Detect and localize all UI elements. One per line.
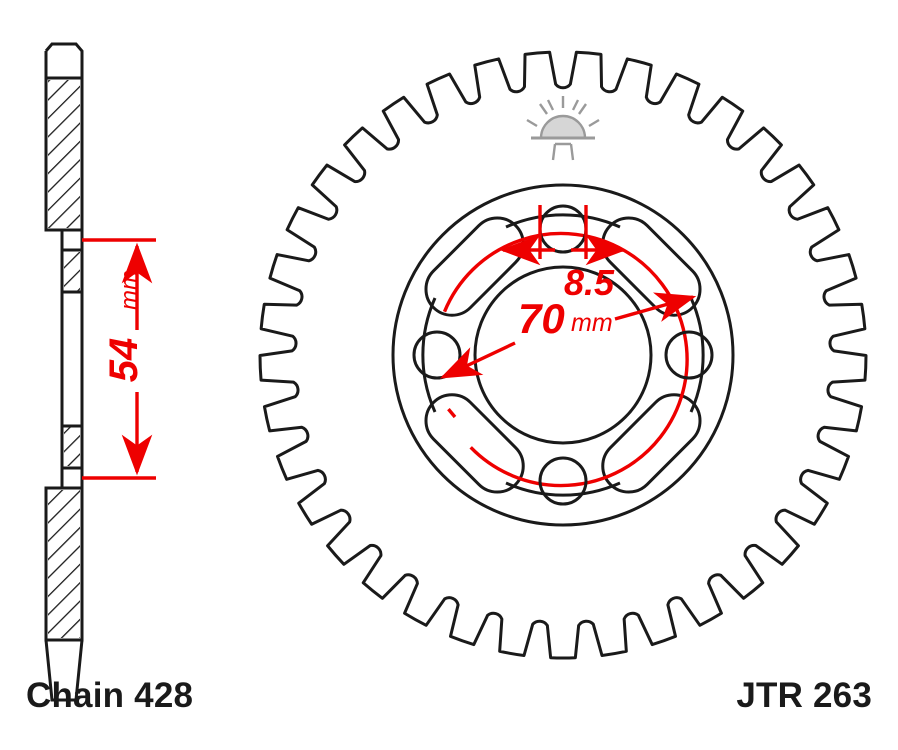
chain-caption: Chain 428 xyxy=(26,676,194,715)
side-view-borders xyxy=(44,76,84,642)
sprocket-teeth xyxy=(258,50,868,660)
dimension-unit-54mm: mm xyxy=(116,270,143,310)
bolt-hole-right xyxy=(664,330,714,380)
part-number-caption: JTR 263 xyxy=(736,676,872,715)
bolt-hole-bottom xyxy=(538,456,588,506)
dimension-label-54mm: 54 xyxy=(102,338,146,383)
dimension-label-8p5: 8.5 xyxy=(564,262,615,303)
lightening-hole xyxy=(601,393,702,494)
dimension-unit-70mm: mm xyxy=(571,309,613,337)
hub-outer-profile xyxy=(421,213,705,497)
dimension-bolt-hole-8p5 xyxy=(499,205,627,266)
lightening-hole xyxy=(424,216,525,317)
bolt-hole-top xyxy=(538,204,588,254)
dimension-label-70mm: 70 xyxy=(518,295,565,342)
sunrise-icon xyxy=(526,96,600,161)
front-view: 70 mm 8.5 xyxy=(258,50,868,660)
rim-inner-circle xyxy=(391,183,735,527)
dimension-bolt-circle-70mm xyxy=(439,292,697,379)
tooth-profile-path xyxy=(258,50,868,660)
side-section-view xyxy=(44,42,84,702)
lightening-hole xyxy=(424,393,525,494)
caption-row: Chain 428 JTR 263 xyxy=(0,676,898,738)
side-view-hatching xyxy=(48,80,80,638)
dimension-thickness-54mm xyxy=(82,238,156,480)
bolt-holes xyxy=(412,204,714,506)
